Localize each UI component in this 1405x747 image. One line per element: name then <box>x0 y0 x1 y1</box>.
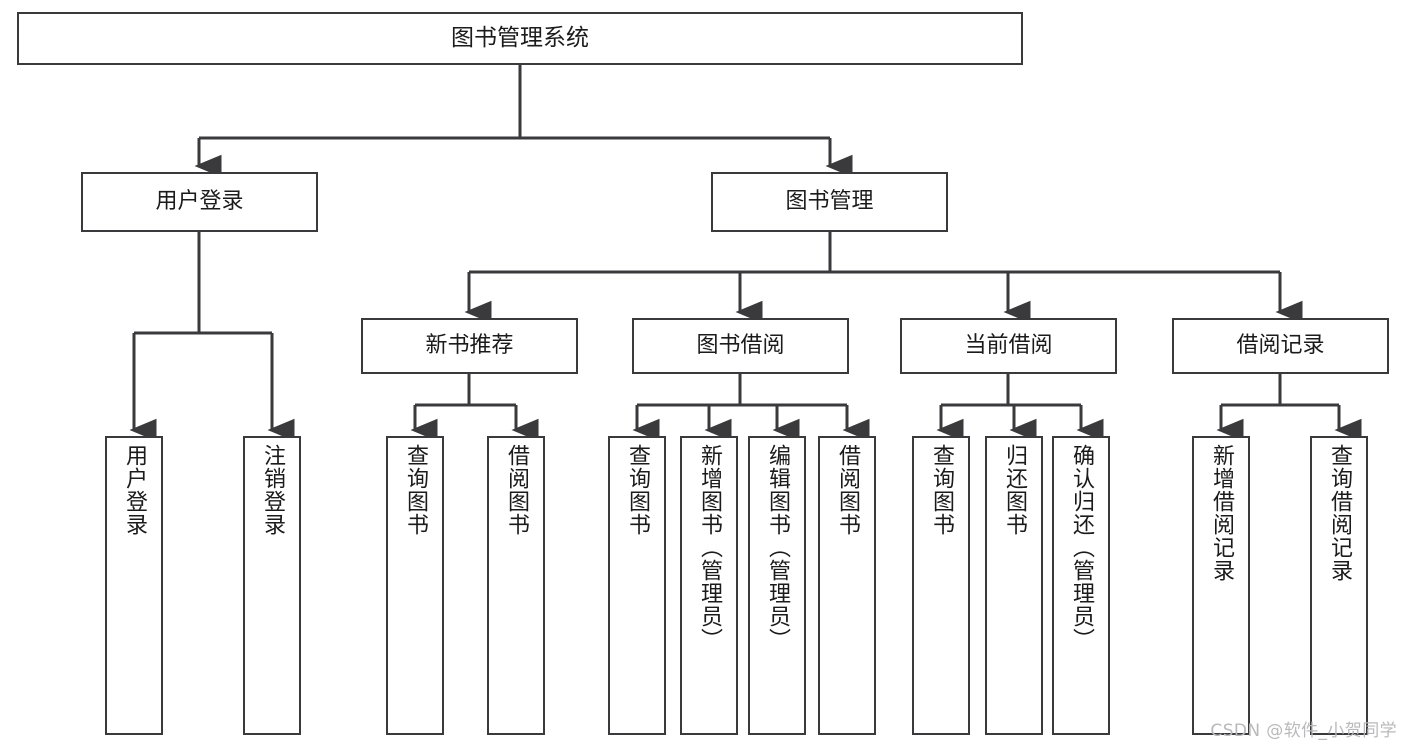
node-leaf-add-book-admin-label: 新增图书（管理员） <box>696 444 722 651</box>
node-leaf-edit-book-admin[interactable]: 编辑图书（管理员） <box>748 436 806 735</box>
node-leaf-query-borrow-record-label: 查询借阅记录 <box>1326 444 1352 582</box>
node-leaf-add-borrow-record-label: 新增借阅记录 <box>1208 444 1234 582</box>
node-leaf-add-borrow-record[interactable]: 新增借阅记录 <box>1192 436 1250 735</box>
node-group-current-borrow-label: 当前借阅 <box>964 333 1053 359</box>
node-group-new-book-recommend[interactable]: 新书推荐 <box>361 318 578 374</box>
node-leaf-borrow-book-recommend-label: 借阅图书 <box>503 444 529 536</box>
node-leaf-edit-book-admin-label: 编辑图书（管理员） <box>764 444 790 651</box>
node-group-borrow-record[interactable]: 借阅记录 <box>1172 318 1389 374</box>
node-group-book-borrow[interactable]: 图书借阅 <box>632 318 849 374</box>
node-group-new-book-recommend-label: 新书推荐 <box>425 333 514 359</box>
node-leaf-return-book[interactable]: 归还图书 <box>985 436 1043 735</box>
node-root-label: 图书管理系统 <box>451 24 589 51</box>
node-leaf-borrow-book-label: 借阅图书 <box>834 444 860 536</box>
node-branch-book-management-label: 图书管理 <box>785 189 874 215</box>
node-leaf-borrow-book[interactable]: 借阅图书 <box>818 436 876 735</box>
node-branch-book-management[interactable]: 图书管理 <box>711 172 948 232</box>
node-leaf-user-login-label: 用户登录 <box>121 444 147 536</box>
node-leaf-query-book-recommend-label: 查询图书 <box>402 444 428 536</box>
node-group-current-borrow[interactable]: 当前借阅 <box>900 318 1117 374</box>
node-leaf-return-book-label: 归还图书 <box>1001 444 1027 536</box>
node-group-book-borrow-label: 图书借阅 <box>696 333 785 359</box>
node-leaf-logout-label: 注销登录 <box>259 444 285 536</box>
node-leaf-query-book-borrow[interactable]: 查询图书 <box>608 436 666 735</box>
node-leaf-query-book-borrow-label: 查询图书 <box>624 444 650 536</box>
node-group-borrow-record-label: 借阅记录 <box>1236 333 1325 359</box>
node-branch-user-login[interactable]: 用户登录 <box>81 172 318 232</box>
watermark: CSDN @软件_小贺同学 <box>1210 721 1397 741</box>
node-leaf-confirm-return-admin[interactable]: 确认归还（管理员） <box>1052 436 1110 735</box>
node-leaf-query-book-recommend[interactable]: 查询图书 <box>386 436 444 735</box>
node-leaf-query-borrow-record[interactable]: 查询借阅记录 <box>1310 436 1368 735</box>
node-leaf-query-book-current[interactable]: 查询图书 <box>912 436 970 735</box>
node-leaf-logout[interactable]: 注销登录 <box>243 436 301 735</box>
node-leaf-query-book-current-label: 查询图书 <box>928 444 954 536</box>
node-leaf-user-login[interactable]: 用户登录 <box>105 436 163 735</box>
node-root[interactable]: 图书管理系统 <box>17 12 1023 65</box>
node-leaf-add-book-admin[interactable]: 新增图书（管理员） <box>680 436 738 735</box>
node-leaf-borrow-book-recommend[interactable]: 借阅图书 <box>487 436 545 735</box>
node-leaf-confirm-return-admin-label: 确认归还（管理员） <box>1068 444 1094 651</box>
node-branch-user-login-label: 用户登录 <box>155 189 244 215</box>
